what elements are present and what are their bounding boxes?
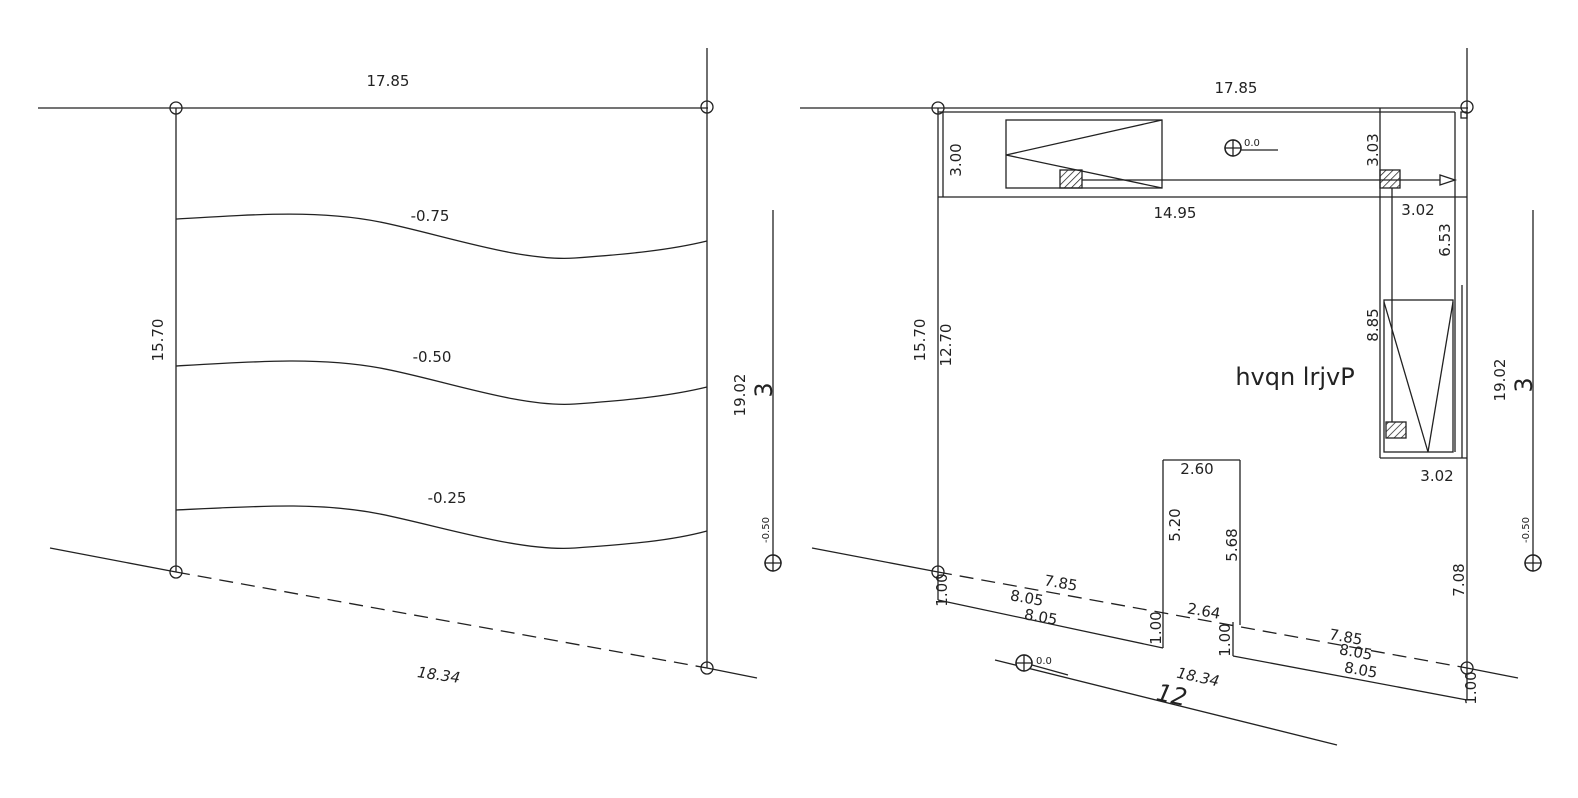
street-line	[994, 659, 1338, 746]
dim-tank-length: 8.85	[1364, 308, 1382, 341]
survey-point	[169, 101, 183, 115]
contour-line	[175, 360, 708, 406]
tank-right	[1383, 299, 1454, 453]
level-leader	[1031, 664, 1069, 676]
existing-site-plan: 17.85 15.70 19.02 3 18.34 -0.75 -0.50 -0…	[38, 48, 782, 687]
level-label: 0.0	[1244, 138, 1260, 149]
arrow-icon	[1439, 174, 1458, 186]
lot-number: 3	[750, 382, 778, 397]
front-boundary	[937, 571, 1468, 669]
dim-front-left: 8.05	[1009, 586, 1045, 610]
survey-point	[169, 565, 183, 579]
dim-right-strip-length: 6.53	[1436, 223, 1454, 256]
dim-left: 15.70	[149, 319, 167, 362]
drain-box-icon	[1059, 169, 1083, 189]
survey-point	[700, 661, 714, 675]
dim-front: 18.34	[416, 663, 461, 687]
dim-front-left: 8.05	[1023, 605, 1059, 629]
dim-setback: 1.00	[1216, 623, 1234, 656]
survey-point	[1460, 661, 1474, 675]
contour-line	[175, 505, 708, 550]
survey-point	[931, 101, 945, 115]
dim-right-strip-width: 3.02	[1401, 201, 1434, 219]
dim-right: 19.02	[731, 374, 749, 417]
contour-label: -0.25	[428, 489, 467, 507]
dim-rear-strip-length: 14.95	[1154, 204, 1197, 222]
dim-setback: 1.00	[1462, 671, 1480, 704]
tank-rear	[1005, 119, 1163, 189]
contour-line	[175, 213, 708, 260]
level-label: 0.0	[1036, 656, 1052, 667]
dim-inner-left: 12.70	[937, 324, 955, 367]
drain-box-icon	[1379, 169, 1401, 189]
street-edge	[811, 547, 939, 573]
dim-notch-width: 2.60	[1180, 460, 1213, 478]
dim-front-right: 8.05	[1338, 640, 1374, 664]
contour-label: -0.75	[411, 207, 450, 225]
level-marker-icon	[1524, 554, 1542, 572]
lot-number: 3	[1510, 377, 1538, 392]
dim-setback: 1.00	[933, 573, 951, 606]
dim-right: 19.02	[1491, 359, 1509, 402]
dim-right-front: 7.08	[1450, 563, 1468, 596]
contour-label: -0.50	[413, 348, 452, 366]
survey-point	[931, 565, 945, 579]
dim-front-left: 7.85	[1043, 571, 1079, 595]
level-label: -0.50	[761, 517, 772, 543]
drain-box-icon	[1385, 421, 1407, 439]
room-label: hvqn lrjvP	[1235, 363, 1354, 391]
level-label: -0.50	[1521, 517, 1532, 543]
street-number: 12	[1154, 678, 1190, 712]
dim-setback: 1.00	[1147, 611, 1165, 644]
setback-line	[937, 599, 1164, 649]
survey-point	[700, 100, 714, 114]
dim-top: 17.85	[367, 72, 410, 90]
dim-notch-right: 5.68	[1223, 528, 1241, 561]
tank-slope	[1005, 119, 1163, 189]
dim-left: 15.70	[911, 319, 929, 362]
street-edge	[706, 667, 758, 679]
street-edge	[49, 547, 177, 573]
dim-front-right: 8.05	[1343, 658, 1379, 682]
dim-top: 17.85	[1215, 79, 1258, 97]
dim-right-strip-depth: 3.03	[1364, 133, 1382, 166]
level-marker-icon	[764, 554, 782, 572]
level-marker-icon	[1224, 139, 1242, 157]
proposed-site-plan: 17.85 0.0 3.00 3.03 14.95 3.02 6.53 8.85…	[800, 48, 1542, 746]
dim-notch-front: 2.64	[1186, 599, 1222, 623]
dim-rear-strip-depth: 3.00	[947, 143, 965, 176]
setback-line	[1232, 655, 1468, 701]
tank-slope	[1383, 301, 1454, 453]
level-marker-icon	[1015, 654, 1033, 672]
street-edge	[1466, 667, 1519, 679]
dim-notch-left: 5.20	[1166, 508, 1184, 541]
dim-tank-width: 3.02	[1420, 467, 1453, 485]
dim-front-right: 7.85	[1328, 625, 1364, 649]
front-boundary	[175, 571, 708, 669]
survey-point	[1460, 100, 1474, 114]
